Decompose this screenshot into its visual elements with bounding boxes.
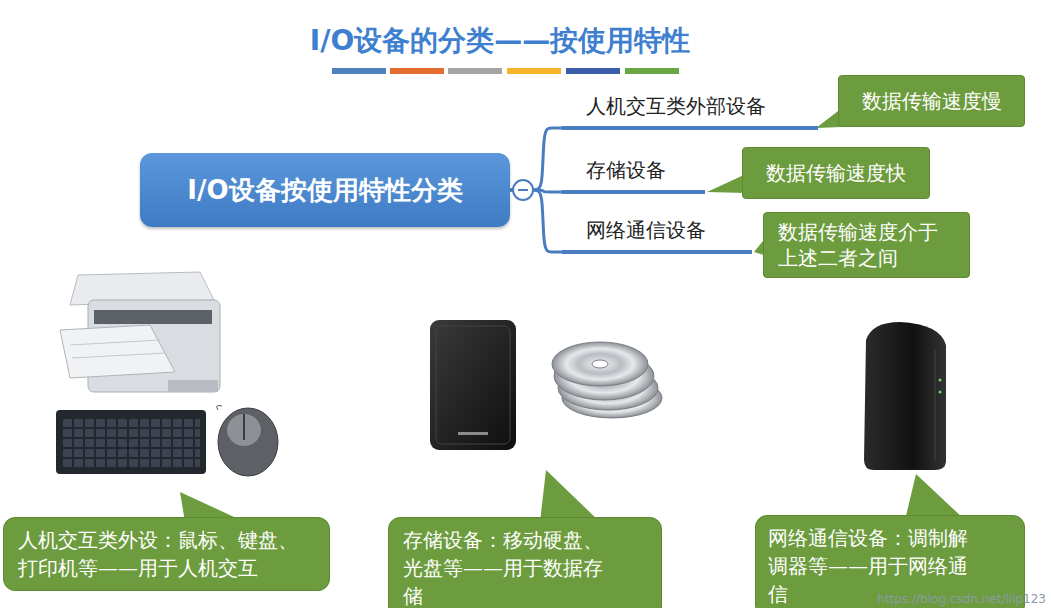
watermark: https://blog.csdn.net/lilp123 xyxy=(877,592,1046,606)
node-text: I/O设备按使用特性分类 xyxy=(152,173,498,207)
speed-callout: 数据传输速度慢 xyxy=(838,75,1025,127)
speed-callout: 数据传输速度介于上述二者之间 xyxy=(763,212,970,278)
node-text: 数据传输速度介于上述二者之间 xyxy=(778,219,955,271)
branch-item: 网络通信设备 xyxy=(562,216,752,254)
root-box: I/O设备按使用特性分类 xyxy=(140,153,510,227)
modem xyxy=(864,322,946,470)
node-text: 人机交互类外设：鼠标、键盘、打印机等——用于人机交互 xyxy=(18,526,315,582)
title-bars xyxy=(332,68,679,74)
title: I/O设备的分类——按使用特性 xyxy=(250,22,750,60)
node-text: 存储设备 xyxy=(586,156,705,184)
keyboard xyxy=(56,410,206,474)
speed-callout: 数据传输速度快 xyxy=(742,147,930,199)
branch-item: 存储设备 xyxy=(562,156,705,194)
collapse-toggle xyxy=(513,180,533,200)
node-text: 人机交互类外部设备 xyxy=(586,92,818,120)
hard-disk xyxy=(430,320,516,450)
node-text: 网络通信设备 xyxy=(586,216,752,244)
optical-discs xyxy=(552,342,662,418)
mouse xyxy=(217,406,278,477)
example-bubble: 存储设备：移动硬盘、光盘等——用于数据存储 xyxy=(388,517,662,608)
node-text: 存储设备：移动硬盘、光盘等——用于数据存储 xyxy=(403,526,621,608)
node-text: 数据传输速度慢 xyxy=(853,88,1010,114)
branch-item: 人机交互类外部设备 xyxy=(562,92,818,130)
example-bubble: 人机交互类外设：鼠标、键盘、打印机等——用于人机交互 xyxy=(3,517,330,591)
printer xyxy=(60,272,220,392)
node-text: 数据传输速度快 xyxy=(757,160,915,186)
